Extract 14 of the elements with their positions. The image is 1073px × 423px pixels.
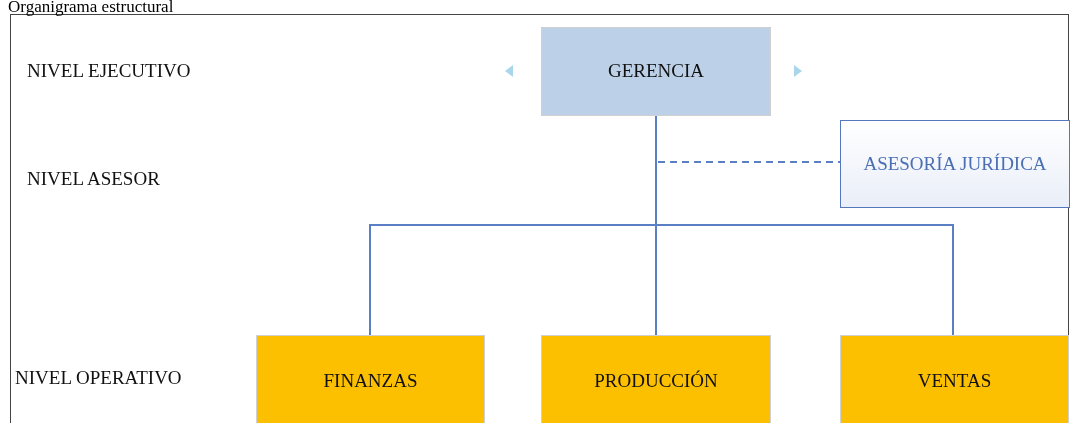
- department-box: [840, 335, 1069, 423]
- advisory-box: [840, 120, 1070, 208]
- node-label: ASESORÍA JURÍDICA: [863, 151, 1047, 176]
- node-label: VENTAS: [917, 368, 992, 393]
- diagram-title: Organigrama estructural: [8, 0, 174, 17]
- level-label: NIVEL ASESOR: [27, 168, 160, 190]
- level-label: NIVEL EJECUTIVO: [27, 60, 191, 82]
- department-box: [541, 335, 771, 423]
- node-label: FINANZAS: [323, 368, 418, 393]
- node-label: GERENCIA: [607, 59, 705, 84]
- level-label: NIVEL OPERATIVO: [15, 367, 182, 389]
- executive-box: [541, 27, 771, 116]
- node-label: PRODUCCIÓN: [594, 368, 718, 393]
- department-box: [256, 335, 485, 423]
